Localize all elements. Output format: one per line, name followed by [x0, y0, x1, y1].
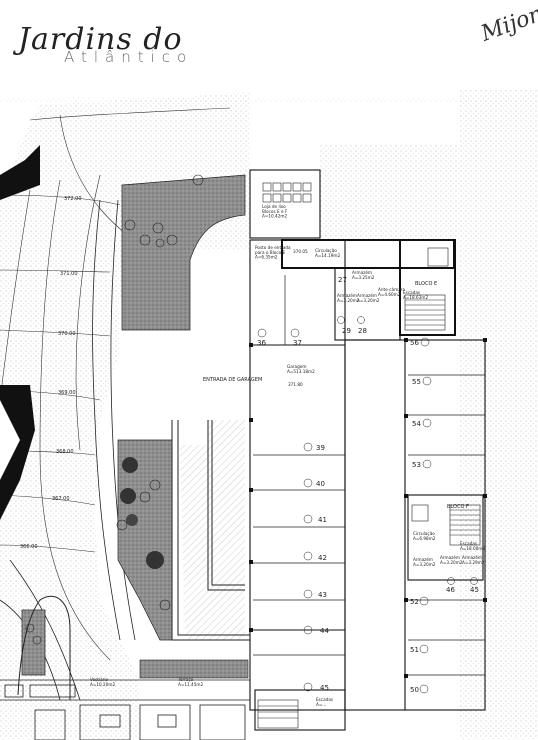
logo-title: Jardins do: [18, 22, 183, 57]
contour-lines: [0, 107, 231, 661]
parking-space: 45: [470, 586, 479, 594]
parking-space: 51: [410, 646, 419, 654]
parking-space: 55: [412, 378, 421, 386]
parking-dividers-left: [253, 275, 345, 656]
walkway-frame: [17, 420, 250, 700]
parking-space: 46: [446, 586, 455, 594]
parking-space: 43: [318, 591, 327, 599]
garage-entrance-label: ENTRADA DE GARAGEM: [203, 377, 262, 383]
garden-areas: [21, 174, 246, 676]
parking-space: 39: [316, 444, 325, 452]
parking-space: 42: [318, 554, 327, 562]
contour-label: 368.00: [56, 449, 74, 455]
parking-space: 41: [318, 516, 327, 524]
parking-space: 27: [338, 276, 347, 284]
bottom-strip: [0, 679, 250, 740]
parking-dividers-right: [408, 374, 485, 676]
block-e-label: BLOCO E: [415, 281, 437, 287]
level-marker-b: 371.80: [288, 382, 303, 387]
contour-label: 367.00: [52, 496, 70, 502]
bin-grid: [262, 182, 312, 203]
parking-space: 53: [412, 461, 421, 469]
contour-label: 371.00: [60, 271, 78, 277]
structural-columns: [249, 338, 487, 678]
level-marker-a: 370.05: [293, 249, 308, 254]
parking-numbers: 36 37 39 40 41 42 43 44 45 56 55 54 53 5…: [257, 276, 479, 694]
parking-space: 52: [410, 598, 419, 606]
contour-label: 370.00: [58, 331, 76, 337]
contour-labels: 372.00 371.00 370.00 369.00 368.00 367.0…: [20, 196, 82, 550]
building-masses: [0, 145, 40, 520]
parking-space: 54: [412, 420, 421, 428]
stall-markers: [257, 316, 478, 694]
parking-space: 45: [320, 684, 329, 692]
parking-space: 37: [293, 339, 302, 347]
parking-space: 56: [410, 339, 419, 347]
parking-space: 29: [342, 327, 351, 335]
parking-space: 40: [316, 480, 325, 488]
contour-label: 366.00: [20, 544, 38, 550]
block-f-label: BLOCO F: [447, 504, 469, 510]
stair-blocks: [257, 247, 481, 729]
contour-label: 369.00: [58, 390, 76, 396]
garage-structure: [249, 169, 486, 731]
parking-space: 28: [358, 327, 367, 335]
contour-label: 372.00: [64, 196, 82, 202]
parking-space: 50: [410, 686, 419, 694]
parking-space: 36: [257, 339, 266, 347]
logo-subtitle: Atlântico: [64, 48, 194, 66]
parking-space: 44: [320, 627, 329, 635]
